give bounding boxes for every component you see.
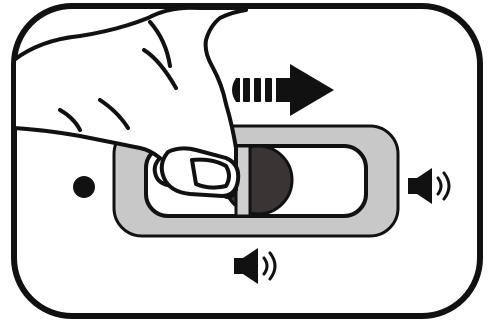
speaker-icon [234,248,277,284]
hand-icon [12,5,248,200]
speaker-icon [408,168,451,204]
arrow-right-icon [232,64,334,116]
dot-icon [73,176,95,198]
